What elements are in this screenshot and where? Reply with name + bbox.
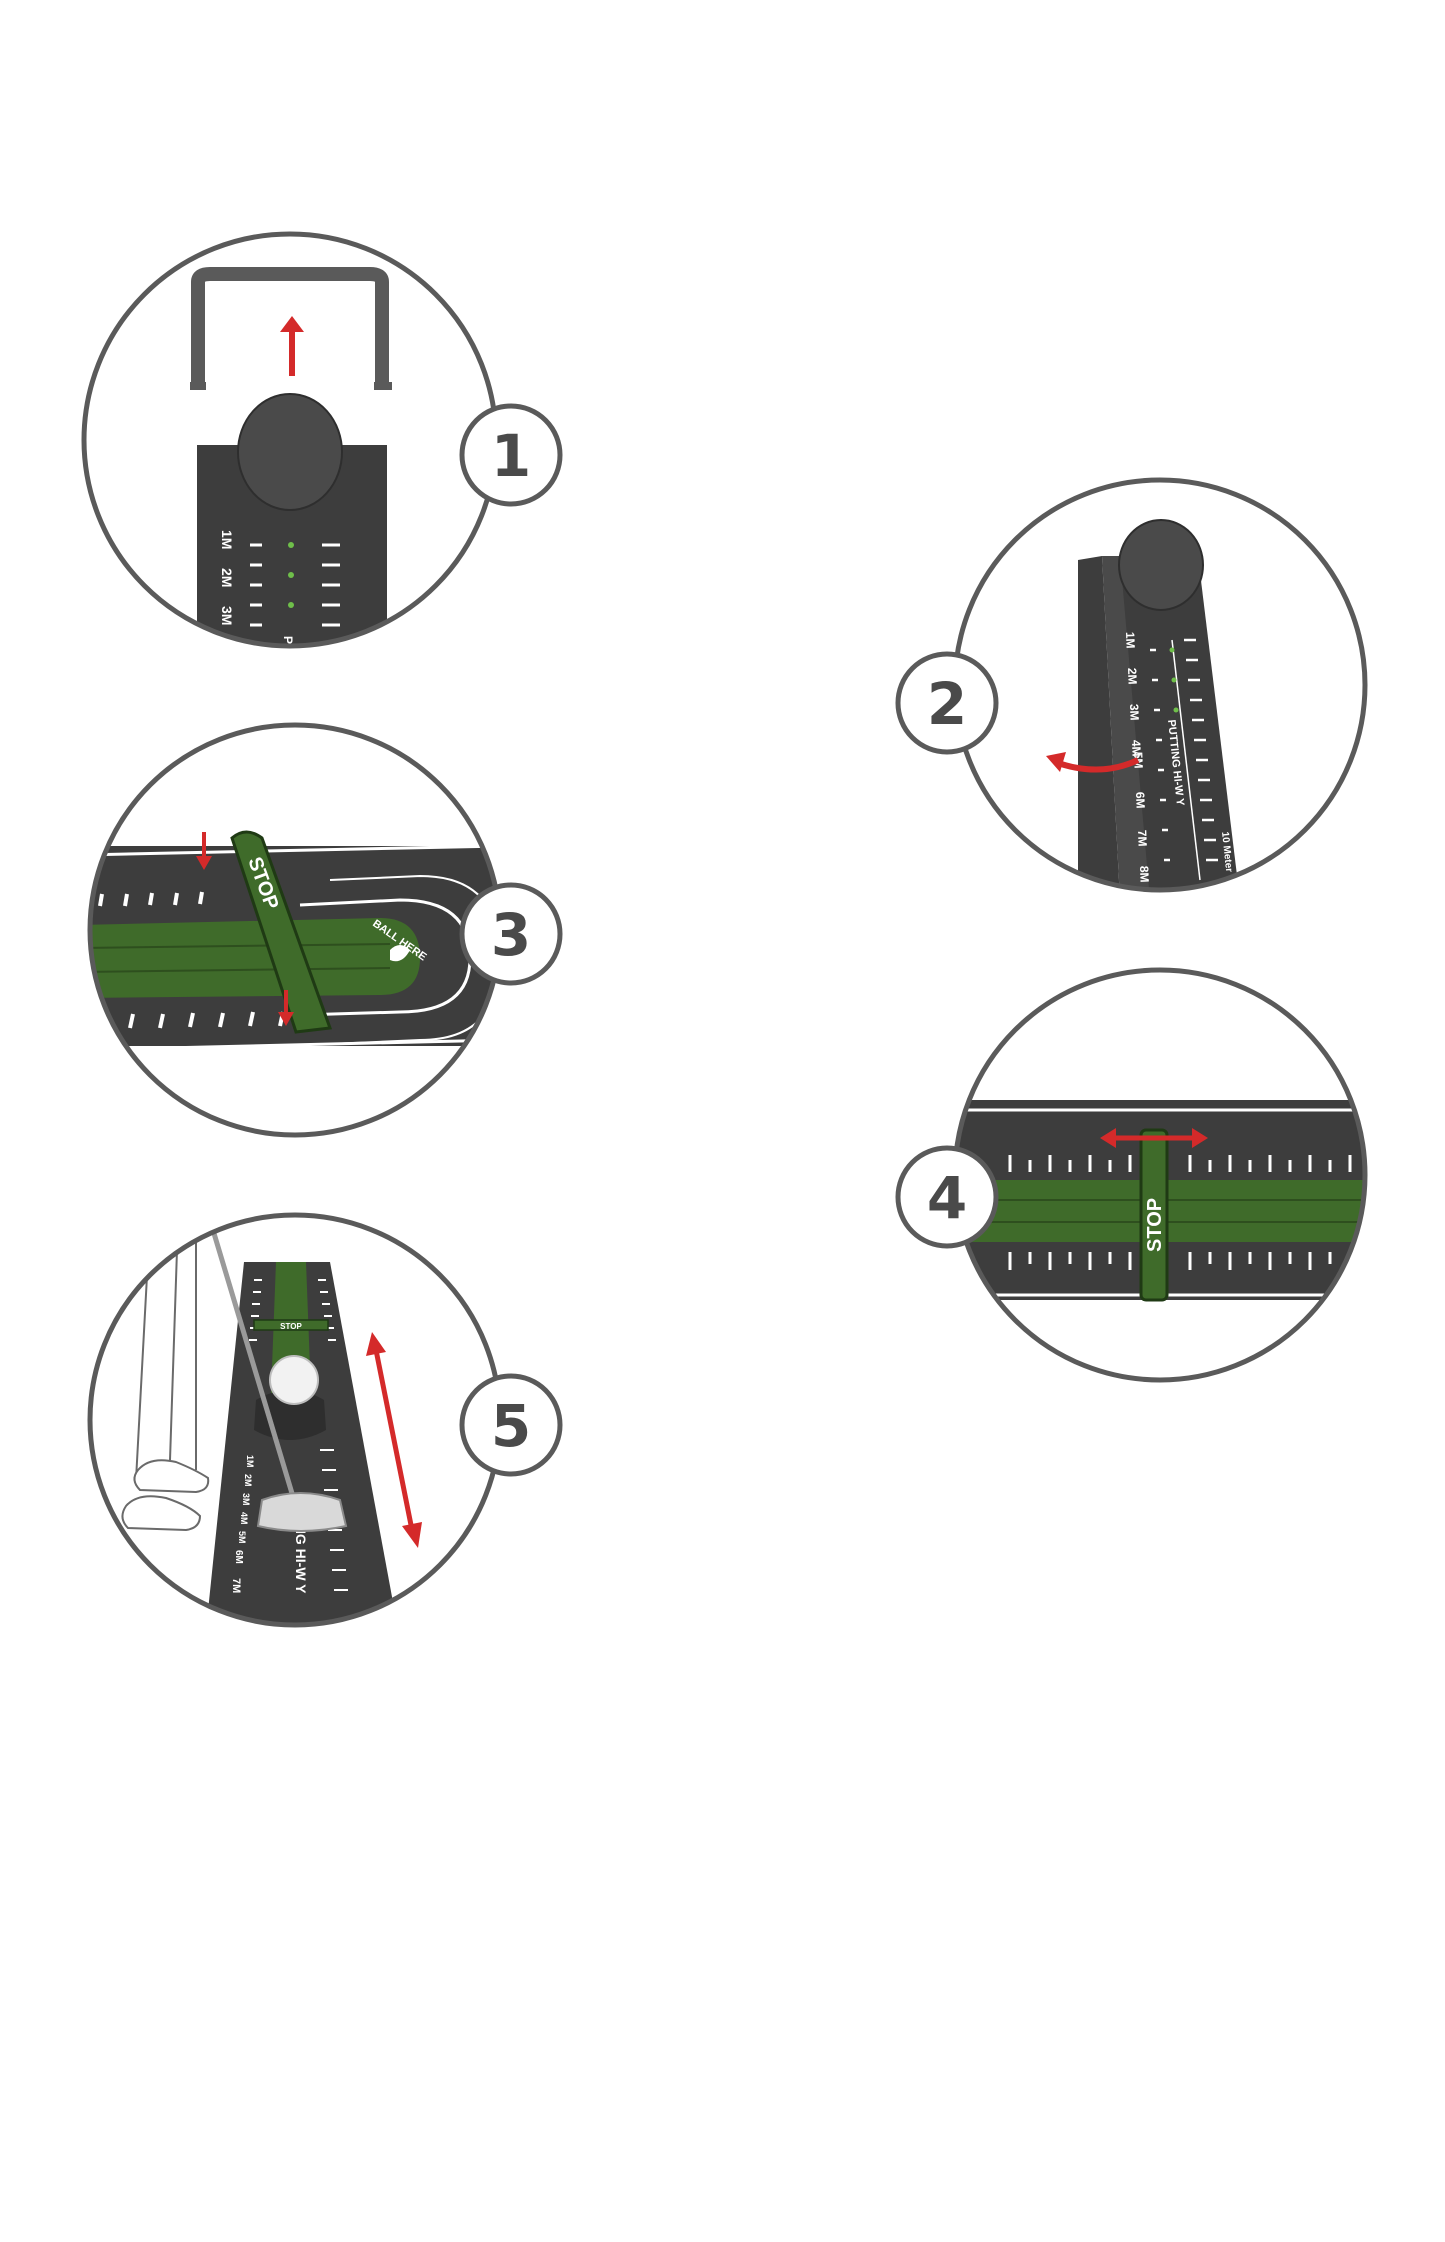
step-5-illustration: STOP 1M 2M 3M 4M 5M 6M 7M IG HI-W Y	[87, 1212, 503, 1628]
step5-brand: IG HI-W Y	[293, 1530, 309, 1594]
step5-mark-7m: 7M	[230, 1578, 242, 1593]
mat-cover	[191, 267, 389, 388]
putter-head	[256, 1492, 348, 1532]
step2-mark-3m: 3M	[1127, 704, 1142, 721]
step4-mark-7m: 7M	[1040, 1304, 1062, 1321]
step5-stop-label: STOP	[280, 1322, 302, 1331]
step4-mark-3m: 3M	[1229, 1304, 1251, 1321]
mat-end-cap	[237, 393, 343, 511]
step5-mark-5m: 5M	[237, 1531, 247, 1544]
golfer-shoe-icon-2	[121, 1495, 202, 1532]
stop-bar	[230, 830, 333, 1034]
step2-mark-6m: 6M	[1133, 792, 1148, 809]
step4-mark-6m: 6M	[1087, 1304, 1109, 1321]
step-4-badge: 4	[895, 1145, 999, 1249]
step5-mark-6m: 6M	[233, 1550, 244, 1564]
green-lane	[90, 918, 420, 998]
rotate-arrow-icon	[1053, 757, 1140, 773]
step-4-illustration: 8M 7M 6M 5M 4M 3M 2M STOP	[952, 967, 1368, 1383]
step2-mark-8m: 8M	[1137, 866, 1152, 883]
stop-bar	[253, 1319, 329, 1331]
step1-mark-2m: 2M	[219, 568, 235, 587]
step3-mark-1m: 1M	[266, 1046, 291, 1066]
putter-shaft	[207, 1219, 303, 1521]
step-3-number: 3	[491, 901, 531, 969]
step3-mark-2m: 2M	[202, 1048, 227, 1068]
step-3-illustration: BALL HERE 3M 2M 1M STOP	[87, 722, 503, 1138]
step5-mark-3m: 3M	[241, 1493, 251, 1506]
step5-mark-1m: 1M	[245, 1455, 255, 1468]
step-3-badge: 3	[459, 882, 563, 986]
step5-mark-4m: 4M	[239, 1512, 249, 1525]
step-2-number: 2	[927, 670, 967, 738]
step1-mark-1m: 1M	[219, 530, 235, 549]
step-1-number: 1	[491, 422, 531, 490]
step2-mark-1m: 1M	[1123, 632, 1138, 649]
step-5-number: 5	[491, 1392, 531, 1460]
stop-bar	[1139, 1128, 1169, 1302]
golfer-shoe-icon	[133, 1459, 210, 1494]
step1-mark-3m: 3M	[219, 606, 235, 625]
step4-mark-4m: 4M	[1182, 1304, 1204, 1321]
golf-ball	[269, 1355, 319, 1405]
step3-mark-3m: 3M	[138, 1050, 163, 1070]
step4-mark-2m: 2M	[1276, 1304, 1298, 1321]
step-2-illustration: 1M 2M 3M 4M 5M 6M 7M 8M PUTTING HI-W Y 1…	[952, 477, 1368, 893]
step-4-number: 4	[927, 1164, 967, 1232]
step-1-badge: 1	[459, 403, 563, 507]
step-1-illustration: 1M 2M 3M P	[81, 231, 499, 649]
step2-mark-2m: 2M	[1125, 668, 1140, 685]
mat-end-cap	[1118, 519, 1204, 611]
step4-mark-5m: 5M	[1134, 1304, 1156, 1321]
step2-end-label: 10 Meter	[1219, 831, 1234, 873]
putting-mat	[1120, 556, 1240, 890]
stroke-arrow-icon	[373, 1349, 415, 1531]
putting-mat	[205, 1262, 400, 1625]
step-5-badge: 5	[459, 1373, 563, 1477]
step-2-badge: 2	[895, 651, 999, 755]
step4-stop-label: STOP	[1144, 1198, 1166, 1252]
step2-mark-4m: 4M	[1129, 740, 1144, 757]
step2-mark-7m: 7M	[1135, 830, 1150, 847]
step1-letter: P	[281, 636, 295, 644]
step5-mark-2m: 2M	[243, 1474, 253, 1487]
